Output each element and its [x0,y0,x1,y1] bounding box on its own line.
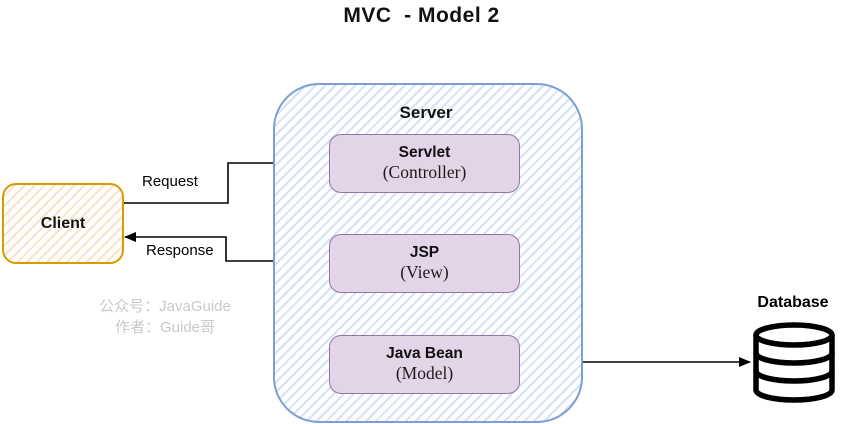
javabean-role: (Model) [395,363,454,384]
response-label: Response [146,242,214,259]
javabean-name: Java Bean [386,344,463,362]
watermark-line2: 作者：Guide哥 [114,319,216,336]
database-cylinder-icon [753,322,835,403]
servlet-node: Servlet (Controller) [329,134,520,193]
servlet-role: (Controller) [382,162,467,183]
client-node: Client [2,183,124,264]
request-label: Request [142,173,198,190]
client-label: Client [40,214,86,232]
watermark-line1: 公众号：JavaGuide [99,298,231,315]
server-label: Server [399,103,453,122]
database-label: Database [757,294,829,311]
diagram-title: MVC - Model 2 [343,4,500,27]
servlet-name: Servlet [398,143,451,161]
watermark: 公众号：JavaGuide 作者：Guide哥 [84,296,246,338]
jsp-node: JSP (View) [329,234,520,293]
jsp-role: (View) [400,262,449,283]
jsp-name: JSP [409,243,440,261]
javabean-node: Java Bean (Model) [329,335,520,394]
